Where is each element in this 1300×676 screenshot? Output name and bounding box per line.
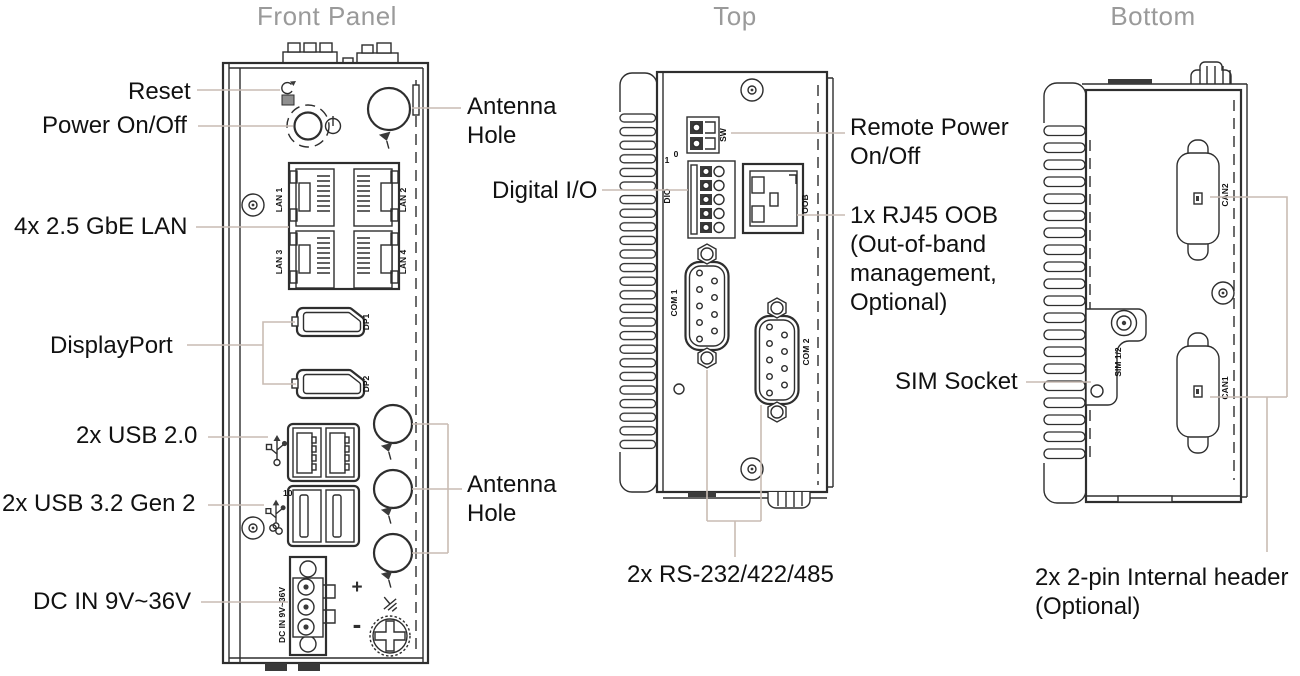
usb3-speed-label: 10	[283, 488, 293, 498]
callout-reset: Reset	[128, 78, 191, 105]
reset-button	[281, 81, 296, 106]
dp1-label: DP1	[361, 313, 371, 330]
lan2-label: LAN 2	[398, 187, 408, 212]
callout-power: Power On/Off	[42, 112, 187, 139]
dp2-label: DP2	[361, 375, 371, 392]
callout-remote-power: Remote Power On/Off	[850, 114, 1009, 170]
callout-rs232: 2x RS-232/422/485	[627, 561, 834, 588]
lan-block: LAN 1 LAN 2 LAN 3 LAN 4	[274, 161, 408, 291]
power-icon	[324, 116, 342, 135]
callout-lan: 4x 2.5 GbE LAN	[14, 213, 188, 240]
dc-in-terminal: DC IN 9V~36V + -	[277, 555, 411, 657]
com2-connector: COM 2	[754, 296, 811, 424]
antenna-holes-right	[372, 403, 414, 590]
front-panel-title: Front Panel	[257, 1, 397, 31]
top-flange-lower	[619, 452, 658, 493]
power-button	[286, 104, 342, 148]
front-top-connectors	[282, 42, 399, 64]
lan4-label: LAN 4	[398, 249, 408, 274]
callout-digital-io: Digital I/O	[492, 177, 598, 204]
top-flange-upper	[619, 72, 658, 112]
callout-dcin: DC IN 9V~36V	[33, 588, 192, 615]
antenna-hole-top	[366, 86, 412, 151]
ground-icon	[383, 596, 398, 612]
grounding-screw	[369, 615, 411, 657]
sw-label: SW	[718, 127, 728, 142]
remote-power-sw-connector: SW	[686, 116, 728, 154]
sim-bracket: SIM 1/2	[1085, 308, 1147, 406]
displayport-2: DP2	[290, 368, 371, 400]
callout-usb3: 2x USB 3.2 Gen 2	[2, 490, 196, 517]
callout-sim-socket: SIM Socket	[895, 368, 1018, 395]
mark-1: 1	[665, 155, 670, 165]
can2-label: CAN2	[1220, 183, 1230, 206]
callout-rj45-oob: 1x RJ45 OOB (Out-of-band management, Opt…	[850, 202, 999, 316]
lan-port-3	[295, 230, 335, 289]
lan1-label: LAN 1	[274, 187, 284, 212]
callout-antenna-hole-top: Antenna Hole	[467, 93, 557, 149]
callout-antenna-hole-right: Antenna Hole	[467, 471, 557, 527]
lan3-label: LAN 3	[274, 249, 284, 274]
lan-leds	[289, 170, 399, 284]
com2-label: COM 2	[801, 338, 811, 365]
dc-port-label: DC IN 9V~36V	[277, 587, 287, 643]
oob-label: OOB	[800, 194, 810, 213]
top-title: Top	[713, 1, 757, 31]
can2-cutout: CAN2	[1176, 139, 1230, 261]
leader-lines	[187, 89, 1288, 603]
callout-displayport: DisplayPort	[50, 332, 173, 359]
can1-cutout: CAN1	[1176, 332, 1230, 454]
usb3-block: 10	[265, 484, 361, 548]
sim12-label: SIM 1/2	[1113, 347, 1123, 377]
com1-connector: COM 1	[669, 242, 730, 370]
callout-usb2: 2x USB 2.0	[76, 422, 198, 449]
mark-0: 0	[674, 149, 679, 159]
bottom-title: Bottom	[1110, 1, 1196, 31]
heatsink-fins	[1043, 123, 1086, 463]
oob-rj45-connector: OOB	[741, 162, 810, 235]
bottom-connector-bump	[767, 492, 811, 509]
heatsink-fins	[619, 112, 657, 452]
usb3-ss10-icon: 10	[265, 488, 293, 535]
bottom-flange-lower	[1043, 463, 1087, 504]
bottom-flange-upper	[1043, 82, 1087, 123]
dio-connector: DIO	[662, 160, 736, 239]
dio-label: DIO	[662, 188, 672, 204]
lan-port-1	[295, 168, 335, 227]
can1-label: CAN1	[1220, 376, 1230, 399]
minus-mark: -	[353, 609, 362, 639]
lan-port-2	[353, 168, 393, 227]
callout-internal-header: 2x 2-pin Internal header (Optional)	[1035, 564, 1289, 620]
displayport-1: DP1	[290, 306, 371, 338]
usb2-block	[265, 422, 361, 483]
lan-port-4	[353, 230, 393, 289]
plus-mark: +	[351, 577, 362, 598]
top-device: SW 0 1 DIO	[619, 70, 834, 509]
com1-label: COM 1	[669, 289, 679, 316]
front-device: LAN 1 LAN 2 LAN 3 LAN 4 DP1 DP2	[221, 42, 430, 671]
bottom-device: CAN2 SIM 1/2 CAN1	[1043, 61, 1248, 504]
antenna-connector-bump	[1190, 61, 1232, 84]
